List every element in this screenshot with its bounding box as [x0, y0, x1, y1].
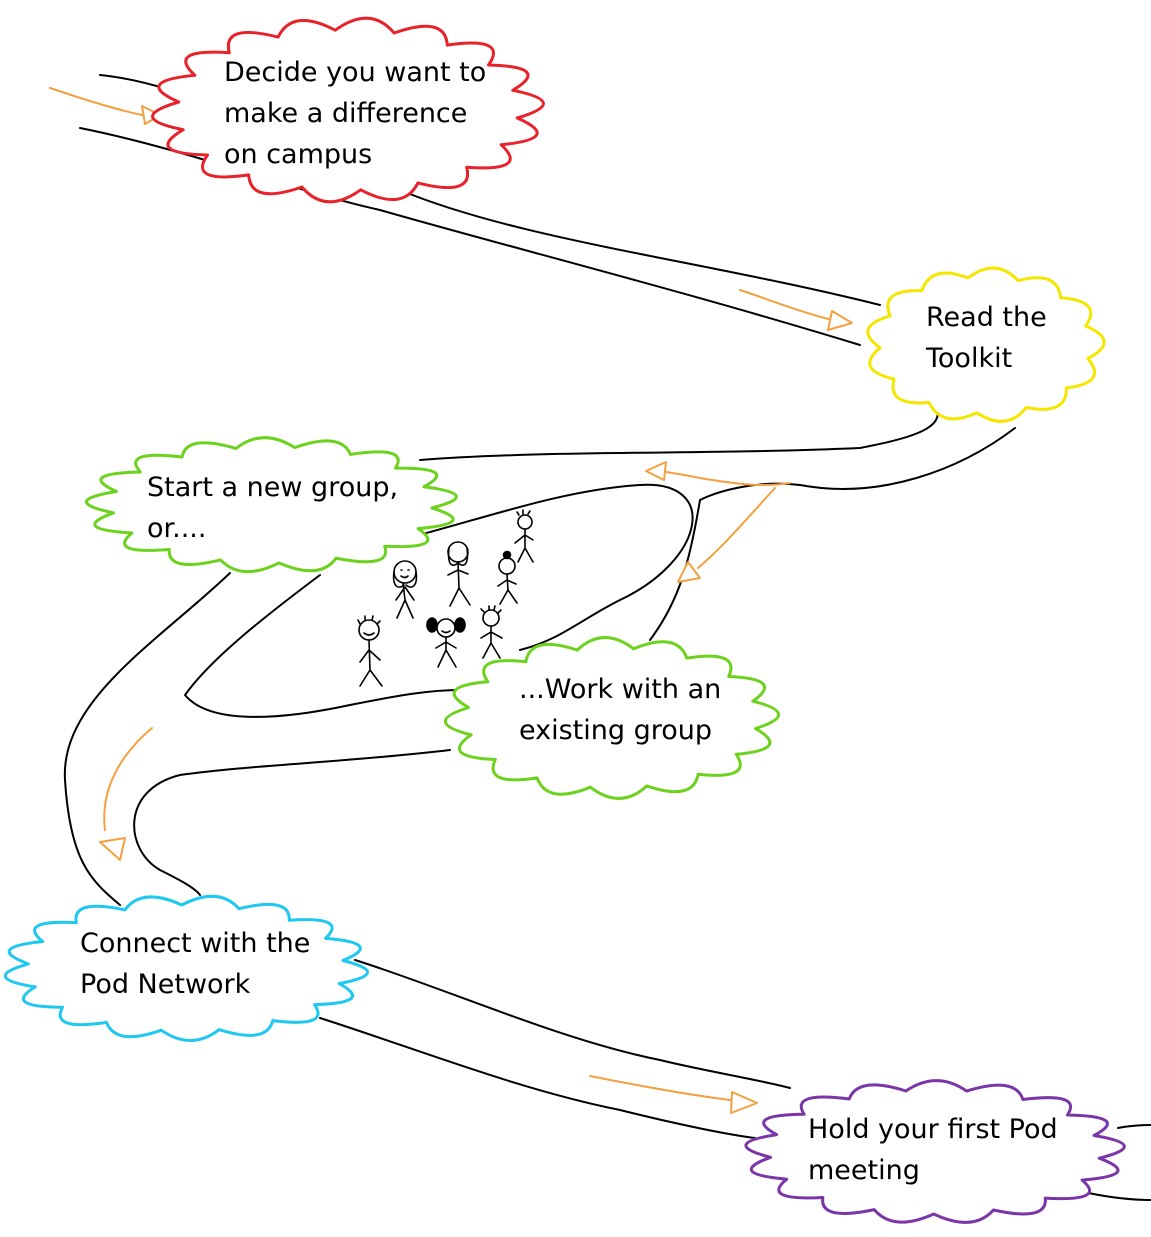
step-hold-line-2: meeting	[808, 1155, 920, 1186]
step-hold: Hold your first Pod meeting	[808, 1109, 1058, 1191]
stick-figure-icon	[357, 615, 383, 687]
step-toolkit-line-1: Read the	[926, 302, 1047, 333]
toolkit-cloud-shape	[866, 266, 1106, 423]
step-hold-line-1: Hold your first Pod	[808, 1114, 1058, 1145]
stick-figure-group-icon	[357, 509, 534, 687]
direction-arrows	[49, 87, 853, 1114]
stick-figure-icon	[392, 560, 418, 619]
step-decide: Decide you want to make a difference on …	[224, 52, 486, 175]
connect-cloud-shape	[3, 894, 369, 1042]
step-connect: Connect with the Pod Network	[80, 923, 310, 1005]
decide-cloud-shape	[151, 16, 545, 204]
step-connect-line-1: Connect with the	[80, 928, 311, 959]
step-toolkit-line-2: Toolkit	[926, 343, 1013, 374]
road-path	[63, 74, 1151, 1201]
step-decide-line-3: on campus	[224, 139, 373, 170]
stick-figure-icon	[497, 550, 518, 605]
arrow-4	[677, 487, 776, 583]
existing-group-cloud-shape	[444, 636, 780, 800]
hold-cloud-shape	[744, 1079, 1126, 1224]
stick-figure-icon	[447, 541, 471, 607]
stick-figure-icon	[514, 509, 534, 563]
step-new-group: Start a new group, or....	[147, 467, 398, 549]
step-toolkit: Read the Toolkit	[926, 297, 1047, 379]
arrow-3	[645, 461, 791, 487]
arrow-6	[589, 1075, 758, 1114]
step-existing-group-line-2: existing group	[519, 715, 713, 746]
new-group-cloud-shape	[84, 436, 458, 574]
arrow-5	[99, 727, 153, 861]
step-new-group-line-1: Start a new group,	[147, 472, 399, 503]
stick-figure-icon	[426, 617, 466, 668]
arrow-1	[49, 87, 161, 125]
arrow-2	[739, 289, 853, 331]
step-existing-group: ...Work with an existing group	[519, 669, 721, 751]
step-new-group-line-2: or....	[147, 513, 207, 544]
step-existing-group-line-1: ...Work with an	[519, 674, 722, 705]
stick-figure-icon	[480, 605, 503, 659]
step-connect-line-2: Pod Network	[80, 969, 251, 1000]
step-decide-line-2: make a difference	[224, 98, 468, 129]
step-decide-line-1: Decide you want to	[224, 57, 487, 88]
